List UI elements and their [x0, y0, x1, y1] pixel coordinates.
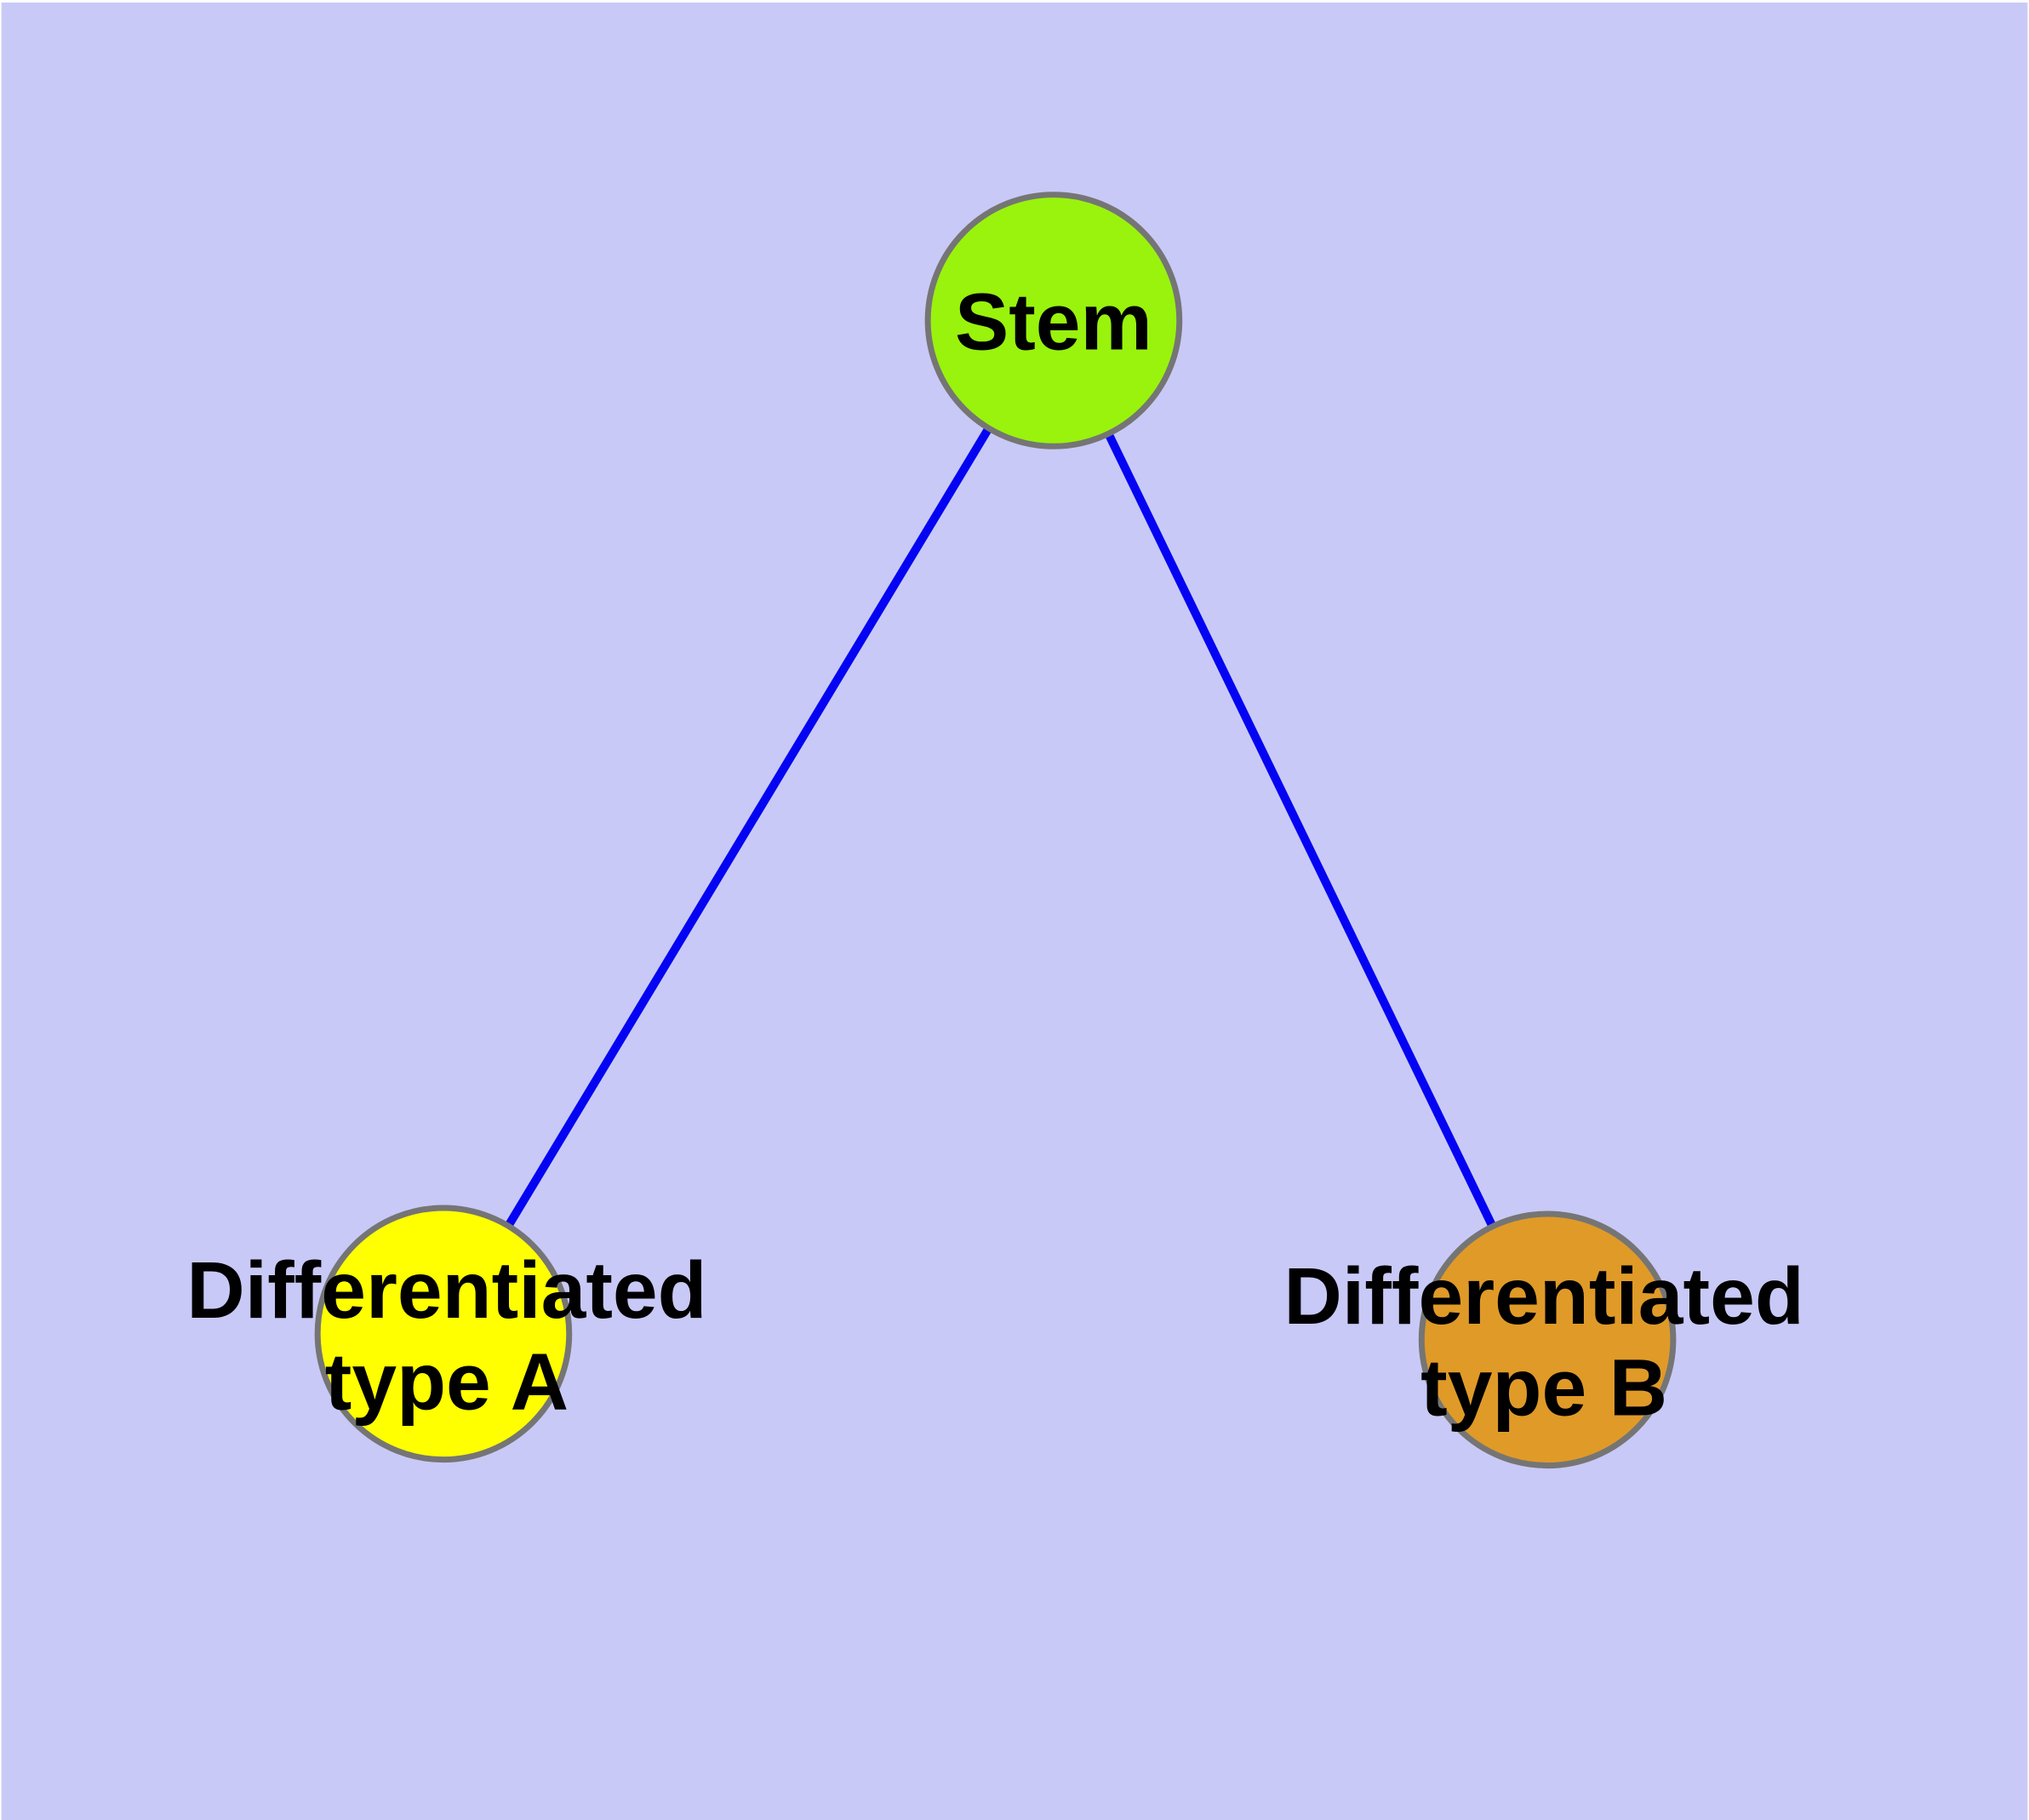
node-stem-label: Stem [955, 277, 1152, 367]
node-type-b-circle [1418, 1210, 1677, 1469]
node-type-a-circle [314, 1205, 573, 1463]
node-type-b-label-line1: Differentiated [1283, 1251, 1803, 1342]
node-type-a-label-line1: Differentiated [186, 1245, 706, 1336]
node-type-b-label-line2: type B [1420, 1343, 1667, 1434]
node-stem-circle [924, 192, 1183, 449]
edge-stem-to-type-a [439, 318, 1058, 1336]
edge-stem-to-type-b [1049, 318, 1552, 1342]
graph-svg: Stem Differentiated type A Differentiate… [1, 3, 2028, 1820]
node-type-a-label-line2: type A [325, 1337, 569, 1428]
